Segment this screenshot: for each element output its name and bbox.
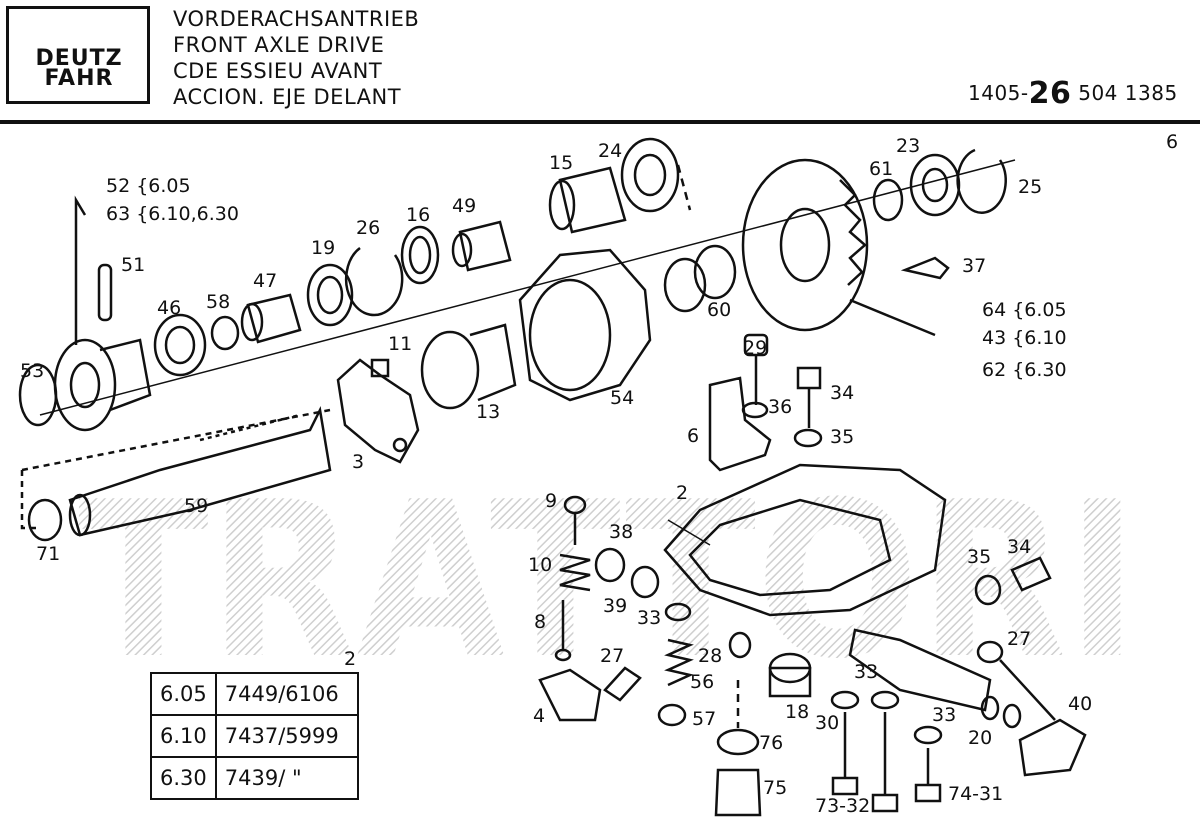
callout-label: 54 <box>610 387 634 409</box>
callout-label: 35 <box>830 426 854 448</box>
callout-label: 33 <box>932 704 956 726</box>
callout-label: 26 <box>356 217 380 239</box>
callout-label: 24 <box>598 140 622 162</box>
part-number-cell: 7437/5999 <box>214 714 359 758</box>
callout-label: 18 <box>785 701 809 723</box>
parts-drawing <box>18 137 1087 817</box>
logo-line-1: DEUTZ <box>35 46 123 71</box>
callout-label: 49 <box>452 195 476 217</box>
callout-label: 60 <box>707 299 731 321</box>
callout-label: 6 <box>687 425 699 447</box>
callout-label: 38 <box>609 521 633 543</box>
part-number-cell: 7439/ " <box>214 756 359 800</box>
callout-label: 23 <box>896 135 920 157</box>
callout-label: 71 <box>36 543 60 565</box>
callout-label: 35 <box>967 546 991 568</box>
callout-label: 29 <box>743 337 767 359</box>
title-german: VORDERACHSANTRIEB <box>173 7 420 31</box>
callout-label: 39 <box>603 595 627 617</box>
doc-number-prefix: 1405- <box>968 81 1029 105</box>
callout-label: 63 {6.10,6.30 <box>106 203 239 225</box>
callout-label: 28 <box>698 645 722 667</box>
callout-label: 25 <box>1018 176 1042 198</box>
callout-label: 34 <box>1007 536 1031 558</box>
callout-label: 64 {6.05 <box>982 299 1067 321</box>
document-number: 1405-26 504 1385 <box>968 76 1178 111</box>
callout-label: 53 <box>20 360 44 382</box>
callout-label: 52 {6.05 <box>106 175 191 197</box>
deutz-fahr-logo: DEUTZ FAHR <box>6 6 150 104</box>
callout-label: 57 <box>692 708 716 730</box>
callout-label: 19 <box>311 237 335 259</box>
title-block: VORDERACHSANTRIEB FRONT AXLE DRIVE CDE E… <box>173 6 419 110</box>
title-french: CDE ESSIEU AVANT <box>173 59 383 83</box>
callout-label: 58 <box>206 291 230 313</box>
table-row: 6.05 7449/6106 <box>150 672 359 716</box>
variant-cell: 6.30 <box>150 756 217 800</box>
title-english: FRONT AXLE DRIVE <box>173 33 385 57</box>
table-row: 6.10 7437/5999 <box>150 714 359 758</box>
callout-label: 16 <box>406 204 430 226</box>
callout-label: 27 <box>600 645 624 667</box>
page-number: 6 <box>1166 131 1179 153</box>
callout-label: 36 <box>768 396 792 418</box>
callout-label: 59 <box>184 495 208 517</box>
callout-label: 33 <box>637 607 661 629</box>
callout-label: 40 <box>1068 693 1092 715</box>
variant-cell: 6.10 <box>150 714 217 758</box>
callout-label: 27 <box>1007 628 1031 650</box>
callout-label: 74-31 <box>948 783 1003 805</box>
callout-label: 51 <box>121 254 145 276</box>
callout-label: 37 <box>962 255 986 277</box>
callout-label: 11 <box>388 333 412 355</box>
callout-label: 4 <box>533 705 545 727</box>
callout-label: 20 <box>968 727 992 749</box>
callout-label: 3 <box>352 451 364 473</box>
callout-label: 33 <box>854 661 878 683</box>
table-row: 6.30 7439/ " <box>150 756 359 800</box>
callouts: 52 {6.05 63 {6.10,6.30 51 53 46 58 47 19… <box>20 135 1092 817</box>
doc-number-group: 26 <box>1028 76 1072 111</box>
reference-table: 6.05 7449/6106 6.10 7437/5999 6.30 7439/… <box>150 672 359 800</box>
variant-cell: 6.05 <box>150 672 217 716</box>
doc-number-suffix: 504 1385 <box>1071 81 1178 105</box>
callout-label: 8 <box>534 611 546 633</box>
callout-label: 15 <box>549 152 573 174</box>
callout-label: 34 <box>830 382 854 404</box>
title-spanish: ACCION. EJE DELANT <box>173 85 402 109</box>
callout-label: 2 <box>676 482 688 504</box>
callout-label: 46 <box>157 297 181 319</box>
logo-text: DEUTZ FAHR <box>17 46 141 91</box>
callout-label: 62 {6.30 <box>982 359 1067 381</box>
callout-label: 61 <box>869 158 893 180</box>
callout-label: 10 <box>528 554 552 576</box>
callout-label: 75 <box>763 777 787 799</box>
header-rule <box>0 120 1200 124</box>
callout-label: 9 <box>545 490 557 512</box>
callout-label: 30 <box>815 712 839 734</box>
part-number-cell: 7449/6106 <box>214 672 359 716</box>
callout-label: 76 <box>759 732 783 754</box>
callout-label: 73-32 <box>815 795 870 817</box>
callout-label: 43 {6.10 <box>982 327 1067 349</box>
callout-label: 13 <box>476 401 500 423</box>
logo-line-2: FAHR <box>44 66 114 91</box>
callout-label: 47 <box>253 270 277 292</box>
reference-table-label: 2 <box>344 648 357 670</box>
callout-label: 56 <box>690 671 714 693</box>
